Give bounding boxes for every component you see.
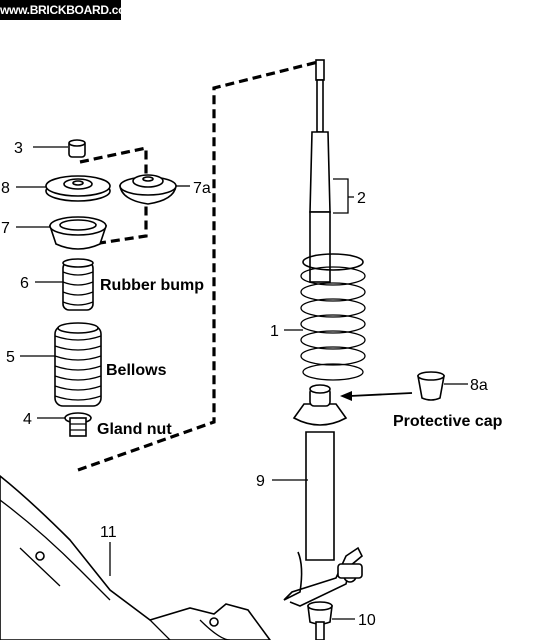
label-gland-nut: Gland nut	[97, 421, 172, 438]
protective-cap-part	[417, 371, 445, 401]
label-rubber-bump: Rubber bump	[100, 277, 204, 294]
protective-cap-arrow	[349, 392, 413, 397]
callout-1: 1	[270, 323, 279, 340]
alt-mount-part	[119, 174, 177, 205]
strut-housing-part	[283, 384, 363, 607]
callout-8: 8	[1, 180, 10, 197]
callout-9: 9	[256, 473, 265, 490]
coil-spring-part	[300, 253, 366, 381]
bellows-part	[54, 322, 102, 407]
bushing-part	[307, 601, 333, 640]
callout-5: 5	[6, 349, 15, 366]
leader-2	[333, 178, 354, 214]
subframe-part	[0, 474, 271, 640]
callout-2: 2	[357, 190, 366, 207]
cap-dashed-line	[79, 146, 148, 248]
assembly-dashed-line	[77, 60, 319, 472]
brickboard-watermark: www.BRICKBOARD.com	[0, 0, 136, 20]
label-protective-cap: Protective cap	[393, 413, 503, 430]
callout-10: 10	[358, 612, 376, 629]
protective-cap-arrowhead	[340, 391, 352, 401]
gland-nut-part	[64, 412, 92, 437]
upper-mount-part	[48, 216, 108, 250]
callout-4: 4	[23, 411, 32, 428]
nut-part	[68, 139, 86, 158]
callout-7a: 7a	[193, 180, 211, 197]
callout-11: 11	[100, 524, 117, 541]
callout-6: 6	[20, 275, 29, 292]
rubber-bump-part	[62, 258, 94, 311]
washer-part	[45, 175, 111, 202]
label-bellows: Bellows	[106, 362, 167, 379]
callout-8a: 8a	[470, 377, 488, 394]
shock-absorber-part	[309, 59, 331, 283]
callout-7: 7	[1, 220, 10, 237]
callout-3: 3	[14, 140, 23, 157]
